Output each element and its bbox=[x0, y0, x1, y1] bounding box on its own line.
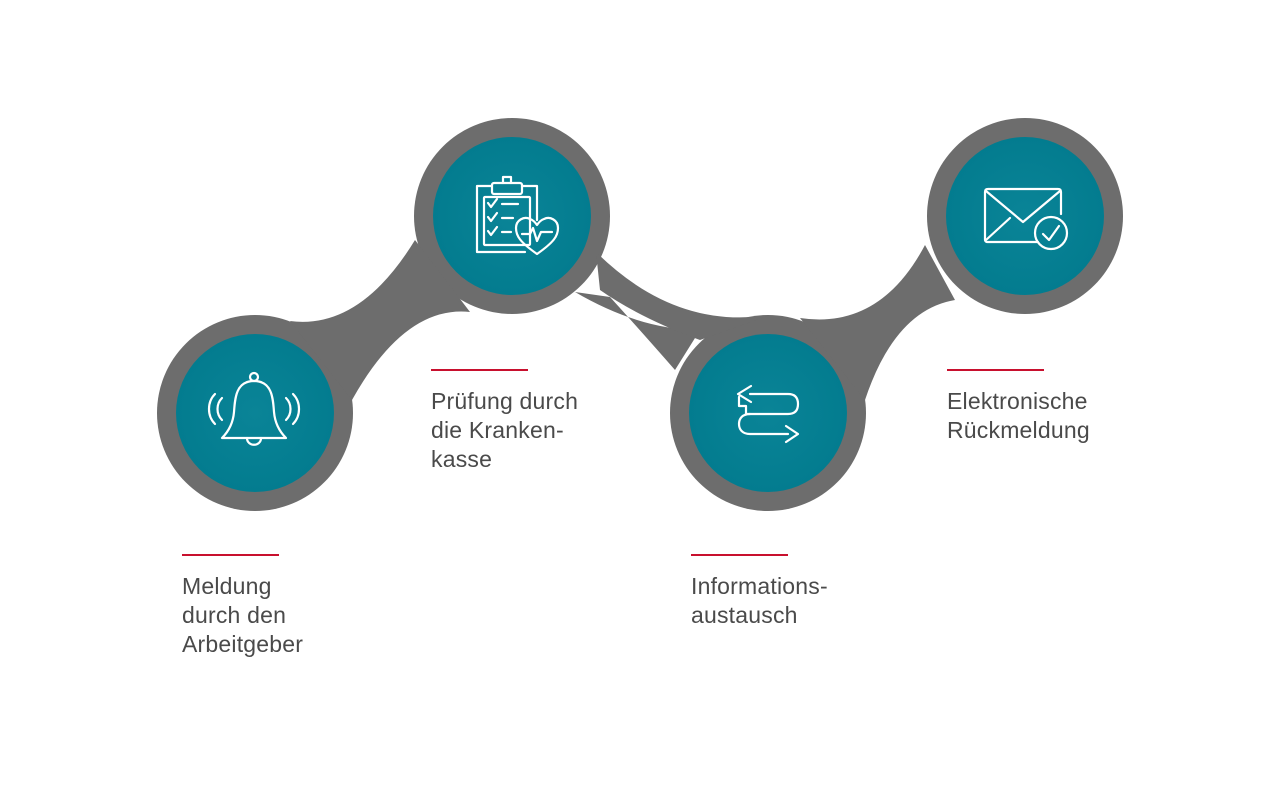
mail-check-icon bbox=[983, 187, 1069, 251]
accent-divider bbox=[947, 369, 1044, 371]
clipboard-heart-icon bbox=[475, 175, 560, 256]
step-node-4 bbox=[946, 137, 1104, 295]
step-label-4: Elektronische Rückmeldung bbox=[947, 369, 1167, 445]
step-label-text: Meldung durch den Arbeitgeber bbox=[182, 573, 304, 657]
step-label-text: Elektronische Rückmeldung bbox=[947, 388, 1090, 443]
accent-divider bbox=[431, 369, 528, 371]
step-label-text: Prüfung durch die Kranken- kasse bbox=[431, 388, 579, 472]
exchange-arrows-icon bbox=[736, 384, 800, 444]
step-label-2: Prüfung durch die Kranken- kasse bbox=[431, 369, 651, 474]
step-label-3: Informations- austausch bbox=[691, 554, 911, 630]
step-node-2 bbox=[433, 137, 591, 295]
bell-icon bbox=[207, 371, 301, 446]
step-label-1: Meldung durch den Arbeitgeber bbox=[182, 554, 402, 659]
accent-divider bbox=[182, 554, 279, 556]
accent-divider bbox=[691, 554, 788, 556]
step-label-text: Informations- austausch bbox=[691, 573, 828, 628]
step-node-1 bbox=[176, 334, 334, 492]
